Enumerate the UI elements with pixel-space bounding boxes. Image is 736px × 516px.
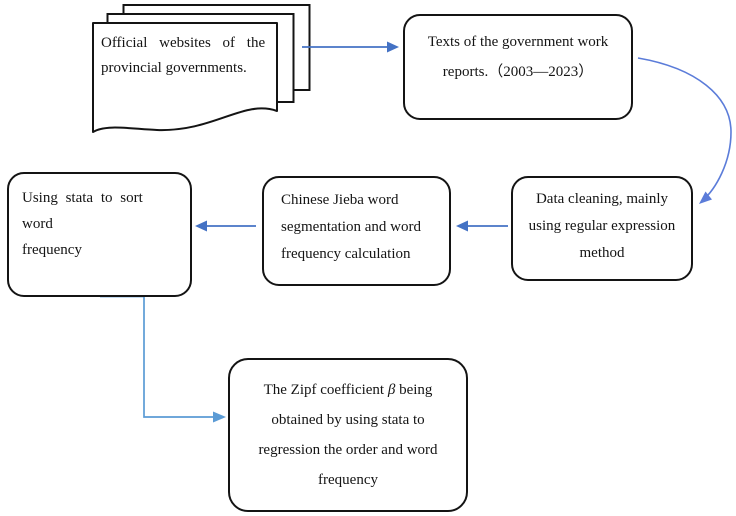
- node-zipf-text-line: regression the order and word: [258, 442, 438, 458]
- arrowhead-icon: [699, 191, 712, 204]
- arrowhead-icon: [387, 41, 399, 53]
- connector-curve: [637, 57, 732, 202]
- node-reports-text-line: reports.（2003—2023）: [442, 64, 594, 80]
- node-stata-sort: Using stata to sort word frequency: [7, 172, 192, 297]
- node-zipf-beta-symbol: β: [387, 382, 396, 398]
- node-sort-text-line: Using stata to sort word: [22, 190, 143, 232]
- node-jieba-text-line: Chinese Jieba word: [281, 192, 399, 208]
- connector-reports-to-cleaning: [637, 57, 732, 204]
- arrowhead-icon: [195, 220, 207, 232]
- arrowhead-icon: [456, 220, 468, 232]
- connector-jieba-to-sort: [195, 220, 256, 232]
- connector-sort-to-zipf: [100, 295, 226, 423]
- node-zipf-text-line: The Zipf coefficient β being: [230, 375, 466, 405]
- node-reports-text-line: Texts of the government work: [427, 34, 609, 50]
- node-cleaning-text-line: method: [579, 245, 625, 261]
- node-government-reports: Texts of the government work reports.（20…: [403, 14, 633, 120]
- document-sheet-front: [92, 22, 278, 133]
- node-zipf-text-line: frequency: [318, 472, 378, 488]
- node-source-text-line: Official websites of the: [101, 35, 266, 51]
- node-jieba-text-line: segmentation and word: [281, 219, 421, 235]
- node-jieba-text-line: frequency calculation: [281, 246, 411, 262]
- node-zipf-coefficient: The Zipf coefficient β being obtained by…: [228, 358, 468, 512]
- node-cleaning-text-line: using regular expression: [528, 218, 676, 234]
- connector-elbow: [100, 295, 214, 418]
- connector-source-to-reports: [302, 41, 399, 53]
- document-stack-shape: [92, 4, 311, 133]
- node-sort-text-line: frequency: [22, 242, 82, 258]
- node-zipf-text-line: obtained by using stata to: [271, 412, 425, 428]
- connector-cleaning-to-jieba: [456, 220, 508, 232]
- node-source-text-line: provincial governments.: [101, 60, 247, 76]
- node-zipf-line1-pre: The Zipf coefficient: [263, 382, 388, 398]
- arrowhead-icon: [213, 411, 226, 423]
- node-cleaning-text-line: Data cleaning, mainly: [535, 191, 669, 207]
- node-jieba-segmentation: Chinese Jieba word segmentation and word…: [262, 176, 451, 286]
- node-source-documents: Official websites of the provincial gove…: [101, 31, 269, 81]
- node-data-cleaning: Data cleaning, mainly using regular expr…: [511, 176, 693, 281]
- node-zipf-line1-post: being: [395, 382, 433, 398]
